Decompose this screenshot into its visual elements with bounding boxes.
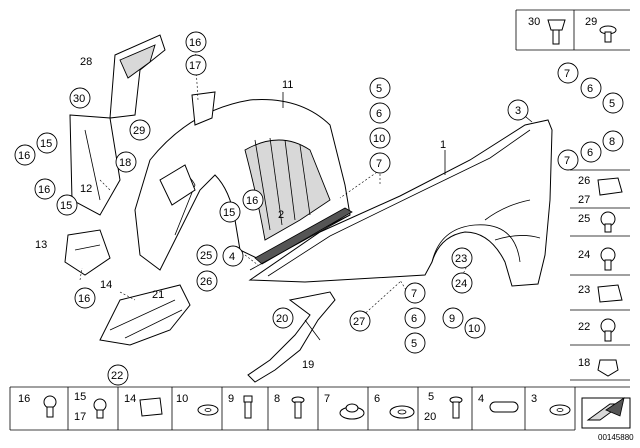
callout-8a: 8	[609, 136, 615, 148]
front-bracket	[69, 34, 166, 216]
legend-bottom: 16 15 17 14 10 9 8 7 6 5 20 4 3	[9, 386, 631, 431]
callout-14: 14	[100, 279, 112, 291]
legend-bottom-6: 6	[374, 393, 380, 405]
callout-16d: 16	[246, 195, 258, 207]
callout-30: 30	[73, 93, 85, 105]
legend-bottom-4: 4	[478, 393, 484, 405]
callout-16c: 16	[38, 184, 50, 196]
callout-26: 26	[200, 276, 212, 288]
legend-bottom-9: 9	[228, 393, 234, 405]
upper-bracket	[191, 91, 216, 126]
callout-16b: 16	[18, 150, 30, 162]
legend-bottom-8: 8	[274, 393, 280, 405]
callout-23: 23	[455, 253, 467, 265]
callout-16a: 16	[189, 37, 201, 49]
callout-10a: 10	[373, 133, 385, 145]
callout-15c: 15	[223, 207, 235, 219]
callouts: 1 2 3 4 5 6 10 7 7 6 5 7 6 5 8 6 7 9 10	[14, 31, 624, 386]
callout-7b: 7	[411, 288, 417, 300]
callout-19: 19	[302, 359, 314, 371]
lower-support	[99, 284, 191, 346]
callout-12: 12	[80, 183, 92, 195]
legend-25: 25	[578, 213, 590, 225]
callout-11: 11	[282, 79, 293, 91]
callout-5c: 5	[609, 98, 615, 110]
front-fender	[248, 119, 553, 287]
callout-7c: 7	[564, 68, 570, 80]
callout-21: 21	[152, 289, 164, 301]
legend-bottom-5: 5	[428, 391, 434, 403]
callout-20: 20	[276, 313, 288, 325]
callout-6c: 6	[587, 83, 593, 95]
callout-2: 2	[278, 209, 284, 221]
callout-7d: 7	[564, 155, 570, 167]
callout-9a: 9	[449, 313, 455, 325]
callout-6b: 6	[411, 313, 417, 325]
callout-28: 28	[80, 56, 92, 68]
callout-13: 13	[35, 239, 47, 251]
callout-15a: 15	[40, 138, 52, 150]
legend-22: 22	[578, 321, 590, 333]
legend-bottom-14: 14	[124, 393, 136, 405]
callout-6a: 6	[376, 108, 382, 120]
legend-bottom-16: 16	[18, 393, 30, 405]
callout-3: 3	[515, 105, 521, 117]
legend-bottom-17: 17	[74, 411, 86, 423]
callout-7a: 7	[376, 158, 382, 170]
legend-24: 24	[578, 249, 590, 261]
callout-4: 4	[229, 251, 235, 263]
legend-23: 23	[578, 284, 590, 296]
callout-27: 27	[353, 316, 365, 328]
callout-25: 25	[200, 250, 212, 262]
callout-17: 17	[189, 60, 201, 72]
callout-16e: 16	[78, 293, 90, 305]
wheel-arch-liner	[134, 99, 351, 271]
callout-22: 22	[111, 370, 123, 382]
legend-bottom-20: 20	[424, 411, 436, 423]
image-id: 00145880	[598, 433, 634, 442]
legend-bottom-15: 15	[74, 391, 86, 403]
legend-bottom-10: 10	[176, 393, 188, 405]
callout-29: 29	[133, 125, 145, 137]
legend-29: 29	[585, 16, 597, 28]
legend-bottom-3: 3	[531, 393, 537, 405]
callout-5a: 5	[376, 83, 382, 95]
legend-18: 18	[578, 357, 590, 369]
legend-right: 30 29 26 27 25 24 23 22 18	[515, 9, 630, 381]
small-bracket	[64, 229, 111, 276]
legend-30: 30	[528, 16, 540, 28]
callout-18: 18	[119, 157, 131, 169]
callout-1: 1	[440, 139, 446, 151]
callout-5b: 5	[411, 338, 417, 350]
legend-26: 26	[578, 175, 590, 187]
lower-brace	[247, 291, 336, 383]
legend-27: 27	[578, 194, 590, 206]
callout-10b: 10	[468, 323, 480, 335]
callout-24: 24	[455, 278, 467, 290]
legend-bottom-7: 7	[324, 393, 330, 405]
trim-strip	[249, 207, 353, 271]
callout-6d: 6	[587, 147, 593, 159]
callout-15b: 15	[60, 200, 72, 212]
